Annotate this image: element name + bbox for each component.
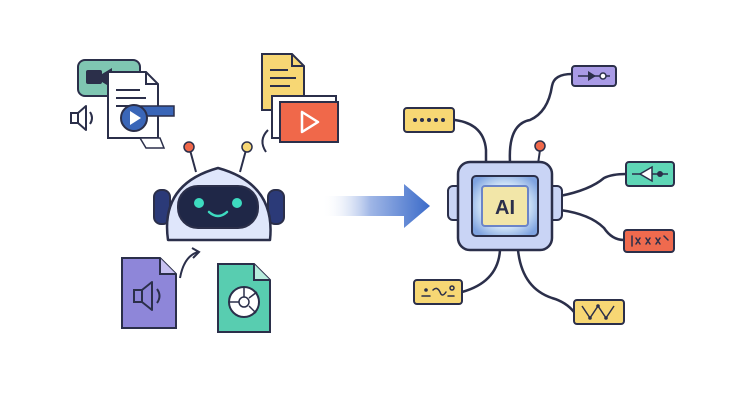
circuit-tag-icon <box>571 65 617 87</box>
input-curve-arrow <box>179 247 201 279</box>
chip-antenna <box>534 140 546 165</box>
arrow-right-icon <box>322 184 430 228</box>
document-with-play-icon <box>107 71 175 149</box>
signal-tag-icon <box>625 161 675 187</box>
ai-chip-icon: AI <box>447 160 563 252</box>
audio-file-icon <box>121 257 177 329</box>
code-tag-icon <box>623 229 675 253</box>
symbols-tag-icon <box>413 279 463 305</box>
robot-icon <box>153 141 285 242</box>
connector-wires <box>453 72 628 314</box>
chip-label: AI <box>495 197 515 219</box>
speaker-icon <box>70 105 93 131</box>
network-tag-icon <box>573 299 625 325</box>
pie-chart-file-icon <box>217 263 271 333</box>
dots-tag-icon <box>403 107 455 133</box>
video-play-icon <box>261 101 339 153</box>
